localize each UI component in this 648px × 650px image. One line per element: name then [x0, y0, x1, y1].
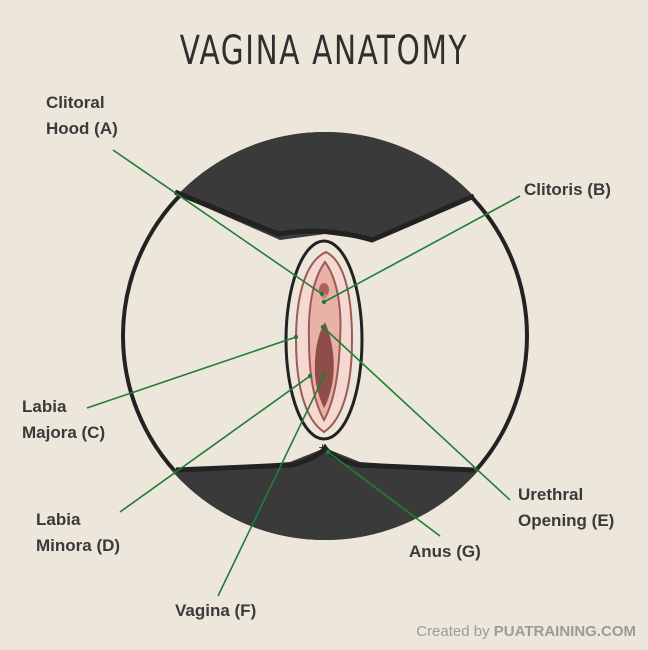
credit-brand[interactable]: PUATRAINING.COM	[493, 623, 636, 640]
leader-line-labia-majora	[86, 336, 297, 409]
bottom-edge-line	[175, 443, 475, 473]
leader-line-clitoris	[323, 195, 521, 303]
leader-line-labia-minora	[119, 375, 311, 513]
point-labia-minora	[307, 373, 313, 379]
anus-marker: +	[318, 441, 327, 454]
label-clitoral-hood: Clitoral Hood (A)	[46, 93, 118, 138]
point-labia-majora	[293, 334, 299, 340]
point-anus	[325, 449, 331, 455]
label-anus: Anus (G)	[409, 542, 481, 561]
label-urethral-opening: Urethral Opening (E)	[518, 485, 615, 530]
label-vagina: Vagina (F)	[175, 601, 257, 620]
leader-line-vagina	[217, 375, 325, 597]
leader-line-clitoral-hood	[112, 149, 323, 295]
point-clitoral-hood	[319, 291, 325, 297]
diagram-title: VAGINA ANATOMY	[179, 28, 469, 74]
point-vagina	[321, 373, 327, 379]
top-edge-line	[174, 189, 475, 243]
leader-line-urethral-opening	[322, 326, 511, 501]
leader-line-anus	[327, 451, 441, 537]
credit-prefix: Created by	[416, 623, 494, 640]
credit-line[interactable]: Created by PUATRAINING.COM	[416, 623, 636, 640]
label-labia-minora: Labia Minora (D)	[36, 510, 121, 555]
point-clitoris	[321, 299, 327, 305]
label-labia-majora: Labia Majora (C)	[22, 397, 106, 442]
point-urethral-opening	[320, 324, 326, 330]
label-clitoris: Clitoris (B)	[524, 180, 611, 199]
